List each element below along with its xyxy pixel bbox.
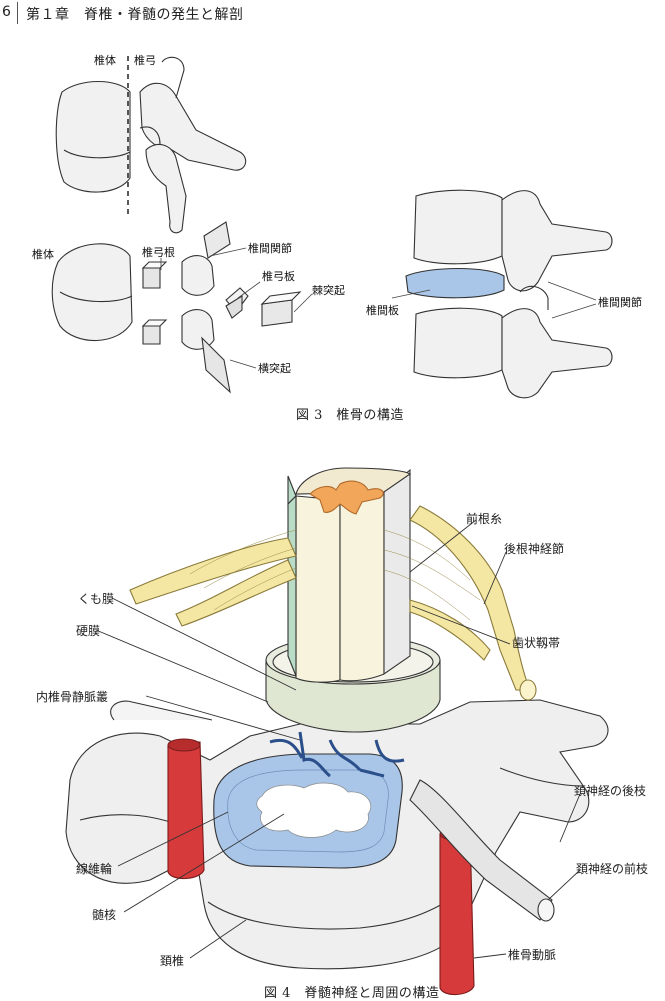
label-vertebral-arch-top: 椎弓 <box>134 54 156 67</box>
intervertebral-disc-fig4 <box>213 753 403 869</box>
label-lamina: 椎弓板 <box>262 270 295 283</box>
label-facet-joint-left: 椎間関節 <box>248 242 292 255</box>
label-spinous-process: 棘突起 <box>312 284 345 297</box>
label-dura: 硬膜 <box>76 624 101 638</box>
page-number: 6 <box>2 4 11 20</box>
figure-4-caption: 図 4 脊髄神経と周囲の構造 <box>264 986 440 1001</box>
running-header: 6 第１章 脊椎・脊髄の発生と解剖 <box>0 0 665 28</box>
label-arachnoid: くも膜 <box>78 592 115 606</box>
label-ventral-root: 前根糸 <box>466 512 503 526</box>
lamina-pieces <box>181 221 249 394</box>
label-venous-plexus: 内椎骨静脈叢 <box>36 690 109 704</box>
pedicle-blocks <box>141 261 168 345</box>
vertebral-body-part <box>51 243 133 342</box>
header-divider <box>17 2 18 24</box>
label-nucleus: 髄核 <box>92 908 117 922</box>
spinal-cord <box>287 467 411 683</box>
label-vertebral-body-top: 椎体 <box>94 54 116 67</box>
figure-3-caption: 図 3 椎骨の構造 <box>296 408 404 423</box>
internal-venous-plexus <box>269 731 405 778</box>
label-transverse-process: 横突起 <box>258 362 291 375</box>
label-ventral-ramus: 頚神経の前枝 <box>576 862 649 876</box>
label-pedicle: 椎弓根 <box>142 246 175 259</box>
label-dorsal-ramus: 頚神経の後枝 <box>574 784 647 798</box>
vertebral-artery <box>167 738 475 996</box>
label-dorsal-root-ganglion: 後根神経節 <box>504 542 565 556</box>
label-dentate-ligament: 歯状靱帯 <box>512 636 561 650</box>
label-vertebral-body-left: 椎体 <box>32 248 54 261</box>
vertebra-pair <box>413 189 613 399</box>
figure-3-illustration <box>51 56 613 399</box>
nerve-roots <box>129 505 537 701</box>
label-facet-joint-right: 椎間関節 <box>598 296 642 309</box>
vertebra-lateral-view <box>55 56 247 234</box>
label-vertebral-artery: 椎骨動脈 <box>508 948 557 962</box>
intervertebral-disc <box>405 268 505 299</box>
label-intervertebral-disc: 椎間板 <box>366 304 399 317</box>
label-annulus: 線維輪 <box>76 862 113 876</box>
ventral-ramus-nerve <box>409 779 553 921</box>
chapter-title: 第１章 脊椎・脊髄の発生と解剖 <box>26 7 244 23</box>
label-cervical-vertebra: 頚椎 <box>160 954 185 968</box>
